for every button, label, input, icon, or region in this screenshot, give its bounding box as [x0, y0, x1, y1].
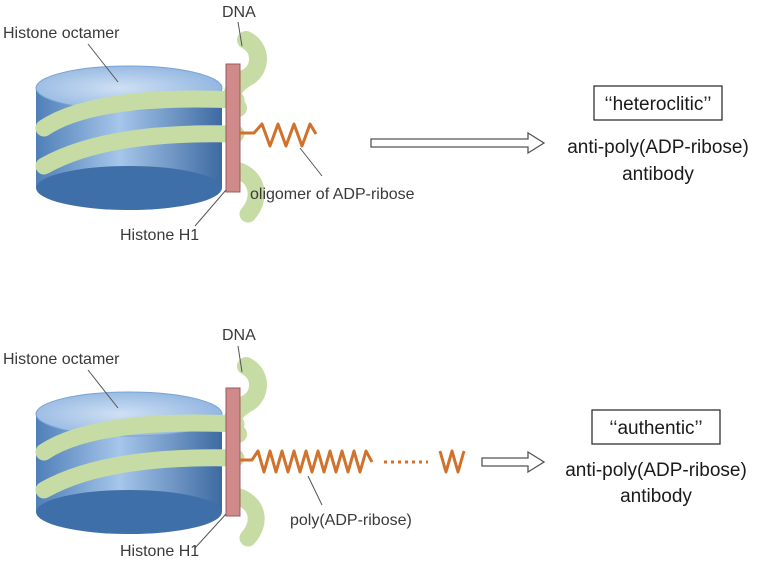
- top-octamer-leader: [87, 43, 119, 83]
- bottom-antibody-line2: antibody: [620, 486, 692, 507]
- top-boxed-term-frame: [593, 85, 723, 121]
- top-dna-leader: [237, 21, 243, 47]
- top-dna-label: DNA: [222, 4, 256, 21]
- top-h1-leader: [194, 189, 227, 227]
- bottom-chain-leader: [307, 475, 323, 506]
- top-nucleosome: [35, 31, 318, 223]
- bottom-histone-octamer-label: Histone octamer: [3, 351, 120, 368]
- top-dna-wrap-1: [35, 90, 245, 137]
- bottom-antibody-line1: anti-poly(ADP-ribose): [565, 460, 747, 481]
- bottom-histone-h1-label: Histone H1: [120, 543, 199, 560]
- bottom-boxed-term: ‘‘authentic’’: [609, 418, 702, 439]
- top-boxed-term: ‘‘heteroclitic’’: [604, 94, 711, 115]
- top-antibody-line2: antibody: [622, 164, 694, 185]
- top-dna-wrap-2: [35, 125, 245, 175]
- bottom-dna-label: DNA: [222, 327, 256, 344]
- bottom-panel: DNA Histone octamer Histone H1 poly(ADP-…: [3, 327, 747, 560]
- bottom-histone-h1-bar: [225, 387, 241, 517]
- bottom-h1-leader: [194, 513, 227, 549]
- bottom-dna-leader: [237, 345, 243, 373]
- bottom-arrow: [481, 450, 546, 474]
- bottom-poly-adp-ribose-chain: [240, 449, 374, 474]
- bottom-dna-lower-strand: [227, 487, 265, 547]
- bottom-dna-wrap-1: [35, 414, 245, 461]
- bottom-dna-wrap-2: [35, 449, 245, 499]
- top-oligomer-leader: [299, 147, 323, 177]
- bottom-histone-octamer-bottom: [36, 490, 222, 534]
- top-oligomer-label: oligomer of ADP-ribose: [250, 186, 415, 203]
- top-arrow: [370, 131, 546, 155]
- top-adp-ribose-oligomer: [240, 122, 318, 148]
- bottom-poly-adp-ribose-end: [438, 449, 466, 474]
- top-histone-h1-label: Histone H1: [120, 227, 199, 244]
- bottom-boxed-term-frame: [591, 409, 721, 445]
- top-antibody-line1: anti-poly(ADP-ribose): [567, 137, 749, 158]
- top-histone-octamer-bottom: [36, 166, 222, 210]
- bottom-octamer-leader: [87, 369, 119, 409]
- top-panel: DNA Histone octamer Histone H1 oligomer …: [3, 4, 749, 244]
- top-histone-h1-bar: [225, 63, 241, 193]
- top-dna-lower-strand: [227, 161, 265, 223]
- bottom-chain-label: poly(ADP-ribose): [290, 512, 412, 529]
- top-histone-octamer-label: Histone octamer: [3, 25, 120, 42]
- bottom-nucleosome: [35, 357, 466, 547]
